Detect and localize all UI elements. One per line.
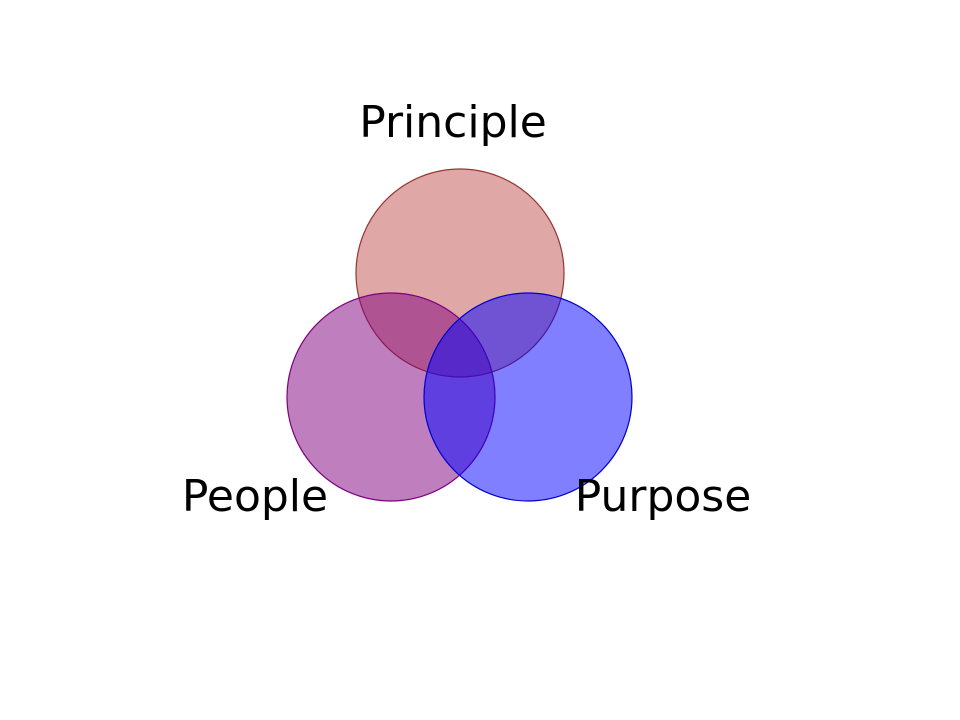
- people-label: People: [182, 471, 328, 522]
- purpose-label: Purpose: [575, 471, 752, 522]
- principle-label: Principle: [359, 97, 547, 148]
- purpose-circle: [423, 292, 633, 502]
